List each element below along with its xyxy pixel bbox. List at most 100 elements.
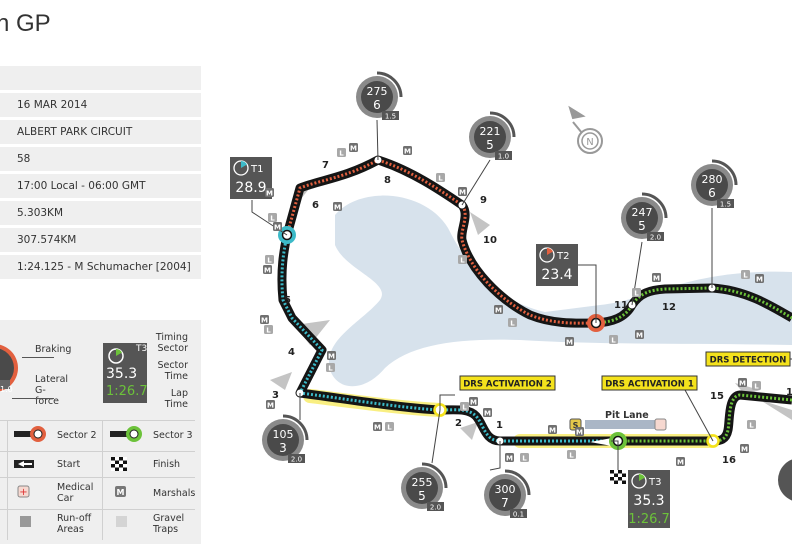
svg-text:M: M (267, 402, 274, 410)
pit-lane-label: Pit Lane (605, 410, 649, 421)
leader-line (439, 394, 455, 410)
svg-text:M: M (261, 317, 268, 325)
gauge-g-force: 2.0 (430, 504, 441, 512)
svg-text:M: M (636, 332, 643, 340)
gauge-gear: 3 (279, 441, 287, 455)
light-panel-icon: L (264, 325, 273, 335)
marshal-post-icon: M (260, 315, 269, 325)
svg-text:L: L (387, 424, 392, 432)
gauge-gear: 5 (418, 489, 426, 503)
lake-water (328, 195, 792, 387)
svg-text:L: L (328, 365, 333, 373)
svg-text:M: M (741, 446, 748, 454)
marshal-post-icon: M (263, 265, 272, 275)
svg-text:L: L (611, 337, 616, 345)
turn-number: 5 (284, 295, 291, 306)
svg-text:L: L (462, 404, 467, 412)
marshal-post-icon: M (349, 143, 358, 153)
legend-timing-sector-label: Timing Sector (155, 332, 188, 354)
leader-line (431, 409, 441, 464)
marshal-post-icon: M (755, 274, 764, 284)
leader-line (578, 264, 597, 323)
info-row-lap-record: 1:24.125 - M Schumacher [2004] (0, 255, 201, 279)
gauge-speed: 105 (273, 428, 294, 441)
info-row-start-time: 17:00 Local - 06:00 GMT (0, 174, 201, 198)
gauge-speed: 280 (702, 173, 723, 186)
legend-lateral-label: Lateral G-force (35, 374, 69, 407)
info-row-date: 16 MAR 2014 (0, 93, 201, 117)
timing-sector-label: T3 (648, 477, 661, 488)
svg-text:M: M (739, 380, 746, 388)
light-panel-icon: L (436, 173, 445, 183)
gauge-g-force: 2.0 (650, 234, 661, 242)
drs-label-text: DRS DETECTION (710, 356, 787, 366)
leader-line (489, 441, 501, 471)
marshal-post-icon: M (403, 146, 412, 156)
legend-sector-time-label: Sector Time (157, 360, 188, 382)
braking-arc (421, 462, 448, 489)
gauge-gear: 5 (486, 138, 494, 152)
drs-label-text: DRS ACTIVATION 1 (605, 380, 694, 390)
legend-start-label: Start (57, 459, 81, 470)
drs-label: DRS DETECTION (705, 351, 791, 367)
gauge-gear: 6 (708, 186, 716, 200)
svg-text:L: L (270, 215, 275, 223)
light-panel-icon: L (520, 453, 529, 463)
light-panel-icon: L (632, 288, 641, 298)
drs-label: DRS ACTIVATION 1 (601, 375, 698, 391)
legend-marshals-label: Marshals (153, 488, 196, 499)
gauge-face (626, 202, 658, 234)
legend-timing-time: 35.3 (106, 366, 138, 382)
g-force-box (495, 151, 512, 160)
gauge-face (267, 424, 299, 456)
legend-finish-flag-icon (111, 457, 127, 471)
gauge-g-force: 1.5 (385, 113, 396, 121)
light-panel-icon: L (265, 255, 274, 265)
svg-text:M: M (576, 429, 583, 437)
pit-speed-text: S (573, 421, 579, 430)
turn-number: 12 (662, 302, 676, 313)
legend-panel: + M Braking Lateral G-force 1.0 T3 35.3 … (0, 320, 201, 544)
legend-gauge-icon (0, 344, 18, 392)
legend-timing-lap: 1:26.7 (106, 384, 148, 399)
svg-text:L: L (460, 257, 465, 265)
gauge-face (489, 479, 521, 511)
legend-runoff-swatch (20, 516, 31, 527)
turn-number: 15 (710, 391, 724, 402)
svg-text:M: M (334, 204, 341, 212)
gauge-gear: 5 (638, 219, 646, 233)
light-panel-icon: L (337, 148, 346, 158)
svg-text:M: M (404, 148, 411, 156)
legend-braking-label: Braking (35, 344, 72, 355)
marshal-post-icon: M (676, 457, 685, 467)
gauge-speed: 221 (480, 125, 501, 138)
legend-graphics: + M (0, 343, 147, 527)
page-title: n GP (0, 10, 51, 37)
gauge-g-force: 1.5 (720, 201, 731, 209)
svg-text:M: M (470, 399, 477, 407)
timing-sector-time: 23.4 (541, 267, 572, 283)
legend-start-icon (14, 460, 34, 468)
svg-text:M: M (264, 267, 271, 275)
braking-arc (489, 111, 516, 138)
turn-number: 2 (455, 418, 462, 429)
legend-lap-time-label: Lap Time (164, 388, 188, 410)
gauge-gear: 6 (373, 98, 381, 112)
legend-gauge-g: 1.0 (0, 385, 13, 394)
turn-number: 16 (722, 455, 736, 466)
marshal-post-icon: M (327, 351, 336, 361)
light-panel-icon: L (458, 255, 467, 265)
svg-text:M: M (266, 190, 273, 198)
turn-number: 6 (312, 200, 319, 211)
g-force-box (427, 502, 444, 511)
svg-text:L: L (743, 272, 748, 280)
marshal-post-icon: M (373, 422, 382, 432)
marshal-post-icon: M (333, 202, 342, 212)
braking-arc (376, 71, 403, 98)
svg-text:L: L (634, 290, 639, 298)
